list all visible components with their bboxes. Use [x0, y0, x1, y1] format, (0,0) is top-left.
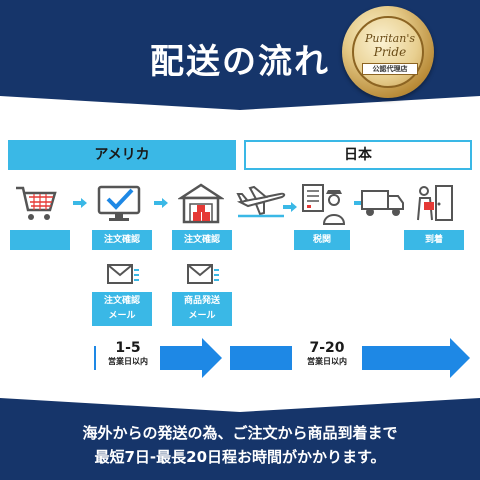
footer-line-2: 最短7日-最長20日程お時間がかかります。: [94, 448, 386, 466]
airplane-icon: [236, 185, 286, 218]
range-1-days: 1-5: [115, 340, 141, 356]
arrow-right-icon: [73, 198, 87, 208]
seal-inner: Puritan's Pride 公認代理店: [352, 16, 424, 88]
warehouse-icon: [178, 183, 224, 224]
header-notch: [0, 96, 480, 110]
seal-brand-line2: Pride: [373, 45, 407, 59]
step-customs-label: 税関: [294, 230, 350, 250]
ship-mail-line2: メール: [188, 311, 216, 321]
region-usa: アメリカ: [8, 140, 236, 170]
mail-icon: [187, 264, 219, 284]
page-title: 配送の流れ: [150, 42, 330, 82]
arrow-right-icon: [154, 198, 168, 208]
order-mail-line2: メール: [108, 311, 136, 321]
seal-brand-line1: Puritan's: [365, 32, 415, 45]
footer-line-1: 海外からの発送の為、ご注文から商品到着まで: [82, 424, 398, 442]
step-order-check-2-label: 注文確認: [172, 230, 232, 250]
order-mail-label: 注文確認 メール: [92, 292, 152, 326]
step-cart-label: [10, 230, 70, 250]
seal-sub-label: 公認代理店: [362, 63, 418, 75]
footer-banner: 海外からの発送の為、ご注文から商品到着まで 最短7日-最長20日程お時間がかかり…: [0, 398, 480, 480]
authorized-seal: Puritan's Pride 公認代理店: [342, 6, 434, 98]
range-2-box: 7-20 営業日以内: [292, 340, 362, 374]
range-2-unit: 営業日以内: [307, 357, 347, 366]
door-delivery-icon: [417, 185, 453, 221]
monitor-check-icon: [97, 185, 141, 221]
step-order-check-label: 注文確認: [92, 230, 152, 250]
ship-mail-label: 商品発送 メール: [172, 292, 232, 326]
delivery-truck-icon: [361, 190, 404, 216]
footer-notch: [0, 398, 480, 412]
step-arrival-label: 到着: [404, 230, 464, 250]
mail-icon: [107, 264, 139, 284]
range-1-unit: 営業日以内: [108, 357, 148, 366]
arrow-right-icon: [283, 202, 297, 212]
shopping-cart-icon: [16, 186, 57, 220]
range-1-box: 1-5 営業日以内: [96, 340, 160, 374]
ship-mail-line1: 商品発送: [183, 296, 220, 306]
customs-officer-icon: [302, 184, 346, 225]
region-japan: 日本: [244, 140, 472, 170]
range-2-days: 7-20: [309, 340, 345, 356]
order-mail-line1: 注文確認: [103, 296, 140, 306]
